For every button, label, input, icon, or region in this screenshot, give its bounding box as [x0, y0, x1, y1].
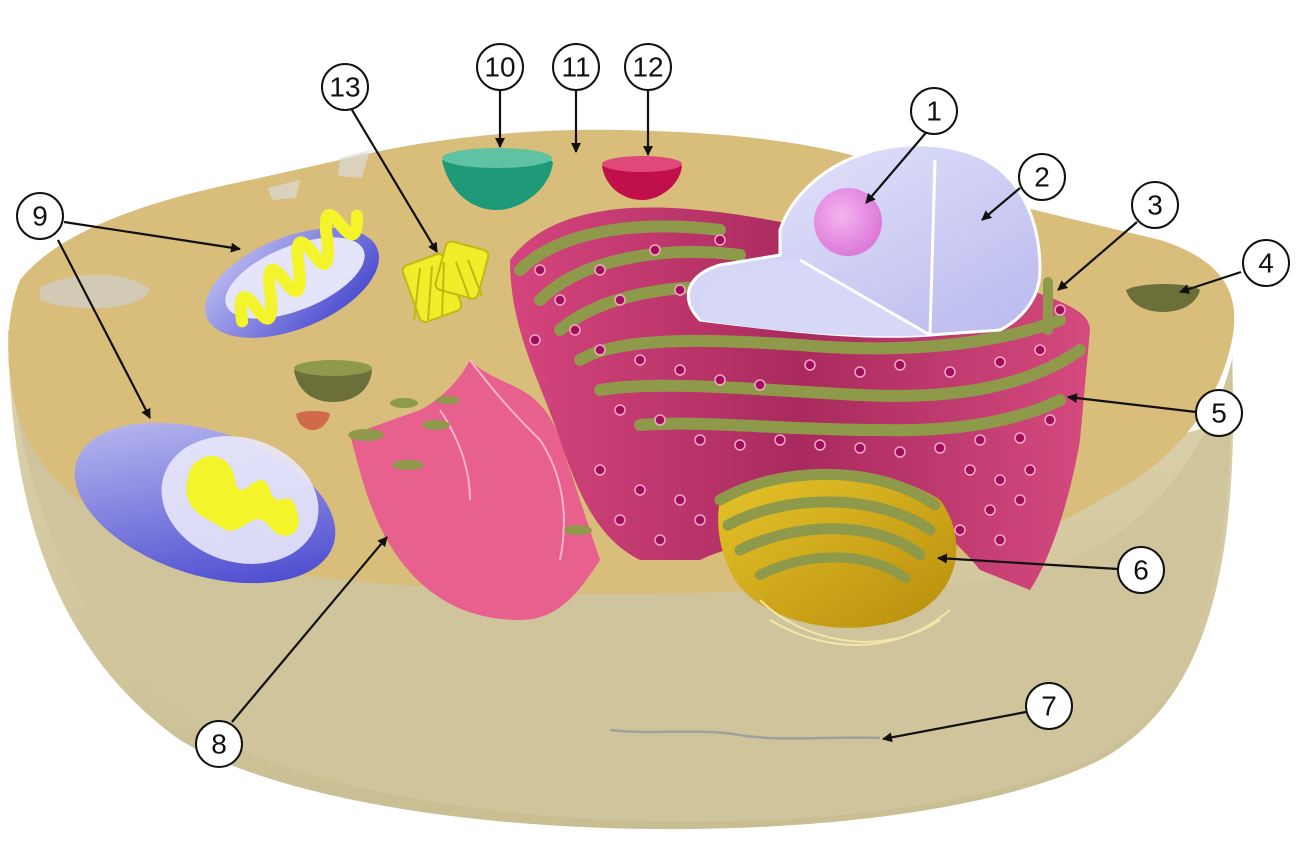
ribosome-dot: [674, 364, 686, 376]
cytoplasm-patch: [40, 274, 150, 309]
callout-12: 12: [624, 43, 672, 91]
nucleolus: [814, 188, 882, 256]
ribosome-dot: [529, 334, 541, 346]
ribosome-dot: [894, 359, 906, 371]
ribosome-dot: [694, 434, 706, 446]
callout-5: 5: [1195, 389, 1243, 437]
ribosome-dot: [534, 264, 546, 276]
callout-1-label: 1: [926, 96, 942, 127]
ribosome-dot: [674, 494, 686, 506]
callout-5-label: 5: [1211, 398, 1227, 429]
ribosome-dot: [804, 359, 816, 371]
ribosome-dot: [654, 414, 666, 426]
callout-10-label: 10: [484, 52, 515, 83]
ribosome-dot: [634, 354, 646, 366]
ribosome-dot: [964, 464, 976, 476]
callout-13: 13: [321, 63, 369, 111]
ribosome-dot: [594, 344, 606, 356]
ribosome-dot: [1014, 494, 1026, 506]
ribosome-dot: [594, 264, 606, 276]
ribosome-dot: [614, 294, 626, 306]
ribosome-dot: [994, 474, 1006, 486]
callout-8-label: 8: [211, 729, 227, 760]
ribosome-dot: [614, 404, 626, 416]
callout-3: 3: [1131, 181, 1179, 229]
ribosome-dot: [569, 324, 581, 336]
ribosome-dot: [734, 439, 746, 451]
ribosome-dot: [594, 464, 606, 476]
ribosome-dot: [984, 504, 996, 516]
callout-3-label: 3: [1147, 190, 1163, 221]
callout-11: 11: [552, 43, 600, 91]
ribosome-dot: [634, 484, 646, 496]
callout-10: 10: [476, 43, 524, 91]
golgi-apparatus: [714, 468, 957, 646]
ribosome-dot: [554, 294, 566, 306]
cytoskeleton-filament: [609, 728, 881, 740]
ribosome-dot: [934, 442, 946, 454]
ribosome-dot: [974, 434, 986, 446]
ribosomes: [529, 234, 1066, 546]
ribosome-dot: [774, 434, 786, 446]
vesicle-green-lower-rim: [294, 360, 372, 376]
ribosome-dot: [814, 439, 826, 451]
ribosome-dot: [854, 442, 866, 454]
vesicle-10: [442, 152, 553, 210]
callout-11-label: 11: [561, 52, 590, 83]
callout-7-label: 7: [1041, 691, 1057, 722]
callout-13-label: 13: [329, 72, 360, 103]
callout-6-label: 6: [1133, 555, 1149, 586]
cytoplasm-patch: [338, 150, 370, 178]
ribosome-dot: [944, 366, 956, 378]
ribosome-dot: [754, 379, 766, 391]
ribosome-dot: [714, 374, 726, 386]
ribosome-dot: [1054, 304, 1066, 316]
ribosome-dot: [714, 234, 726, 246]
vesicle-12-rim: [602, 156, 682, 172]
ribosome-dot: [1024, 464, 1036, 476]
callout-2: 2: [1018, 153, 1066, 201]
smooth-er: [348, 359, 600, 620]
ribosome-dot: [694, 514, 706, 526]
callout-7: 7: [1025, 682, 1073, 730]
centrioles: [401, 240, 490, 324]
callout-2-label: 2: [1034, 162, 1050, 193]
callout-6: 6: [1117, 546, 1165, 594]
mitochondrion-cut: [74, 422, 336, 584]
nucleus: [686, 143, 1042, 338]
ribosome-dot: [1014, 432, 1026, 444]
mitochondrion-top: [204, 209, 380, 338]
ribosome-dot: [649, 244, 661, 256]
callout-12-label: 12: [632, 52, 663, 83]
callout-4-label: 4: [1258, 248, 1274, 279]
ribosome-dot: [1044, 414, 1056, 426]
vesicle-10-rim: [442, 148, 552, 168]
ribosome-dot: [674, 284, 686, 296]
ribosome-dot: [954, 524, 966, 536]
callout-8: 8: [195, 720, 243, 768]
ribosome-dot: [654, 534, 666, 546]
callout-9-label: 9: [32, 201, 48, 232]
cytoplasm-patch: [268, 180, 300, 200]
callout-1: 1: [910, 87, 958, 135]
vesicle-small: [296, 411, 330, 430]
ribosome-dot: [614, 514, 626, 526]
ribosome-dot: [894, 446, 906, 458]
callout-4: 4: [1242, 239, 1290, 287]
ribosome-dot: [994, 534, 1006, 546]
callout-9: 9: [16, 192, 64, 240]
ribosome-dot: [854, 366, 866, 378]
ribosome-dot: [994, 356, 1006, 368]
leader-lines: [57, 90, 1242, 743]
ribosome-dot: [1034, 344, 1046, 356]
